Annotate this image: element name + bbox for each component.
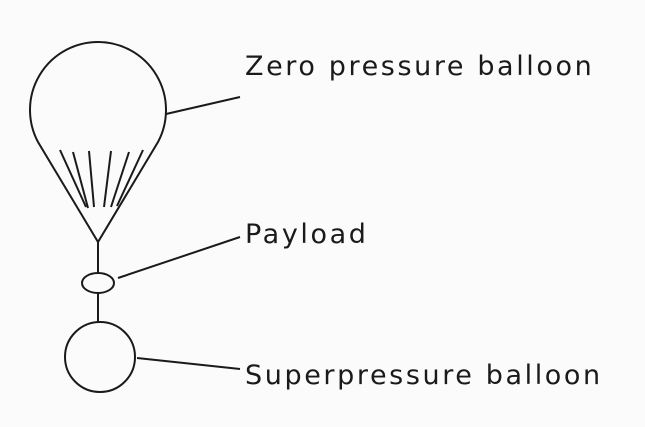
label-payload: Payload — [245, 219, 369, 250]
envelope-gores — [59, 149, 144, 209]
leader-line-superpressure — [136, 357, 241, 370]
zero-pressure-balloon-envelope — [29, 41, 167, 244]
label-zero-pressure-balloon: Zero pressure balloon — [245, 51, 595, 82]
leader-line-zero-pressure — [165, 96, 241, 115]
leader-line-payload — [117, 236, 241, 279]
superpressure-balloon-shape — [64, 321, 136, 393]
label-superpressure-balloon: Superpressure balloon — [245, 360, 603, 391]
payload-shape — [81, 272, 115, 294]
